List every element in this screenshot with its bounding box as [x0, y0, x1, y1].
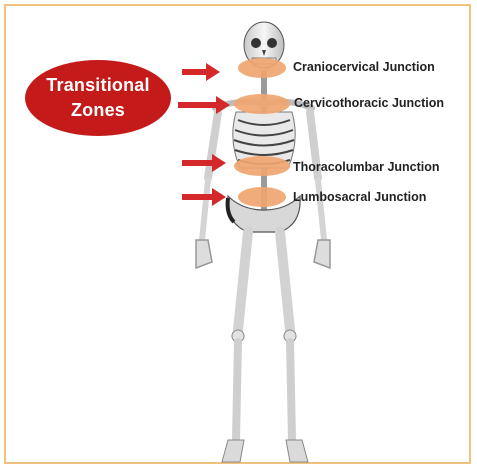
arrow-craniocervical [182, 63, 220, 81]
zone-thoracolumbar [234, 156, 290, 176]
arrow-thoracolumbar [182, 154, 226, 172]
label-craniocervical: Craniocervical Junction [293, 60, 435, 74]
badge-line-1: Transitional [24, 73, 172, 97]
hands [196, 240, 330, 268]
label-cervicothoracic: Cervicothoracic Junction [294, 96, 444, 110]
label-thoracolumbar: Thoracolumbar Junction [293, 160, 440, 174]
badge-line-2: Zones [24, 98, 172, 122]
legs [232, 232, 296, 440]
zone-cervicothoracic [234, 94, 290, 114]
zone-lumbosacral [238, 187, 286, 207]
arrow-cervicothoracic [178, 96, 230, 114]
label-lumbosacral: Lumbosacral Junction [293, 190, 426, 204]
zone-craniocervical [238, 58, 286, 78]
feet [222, 440, 308, 462]
